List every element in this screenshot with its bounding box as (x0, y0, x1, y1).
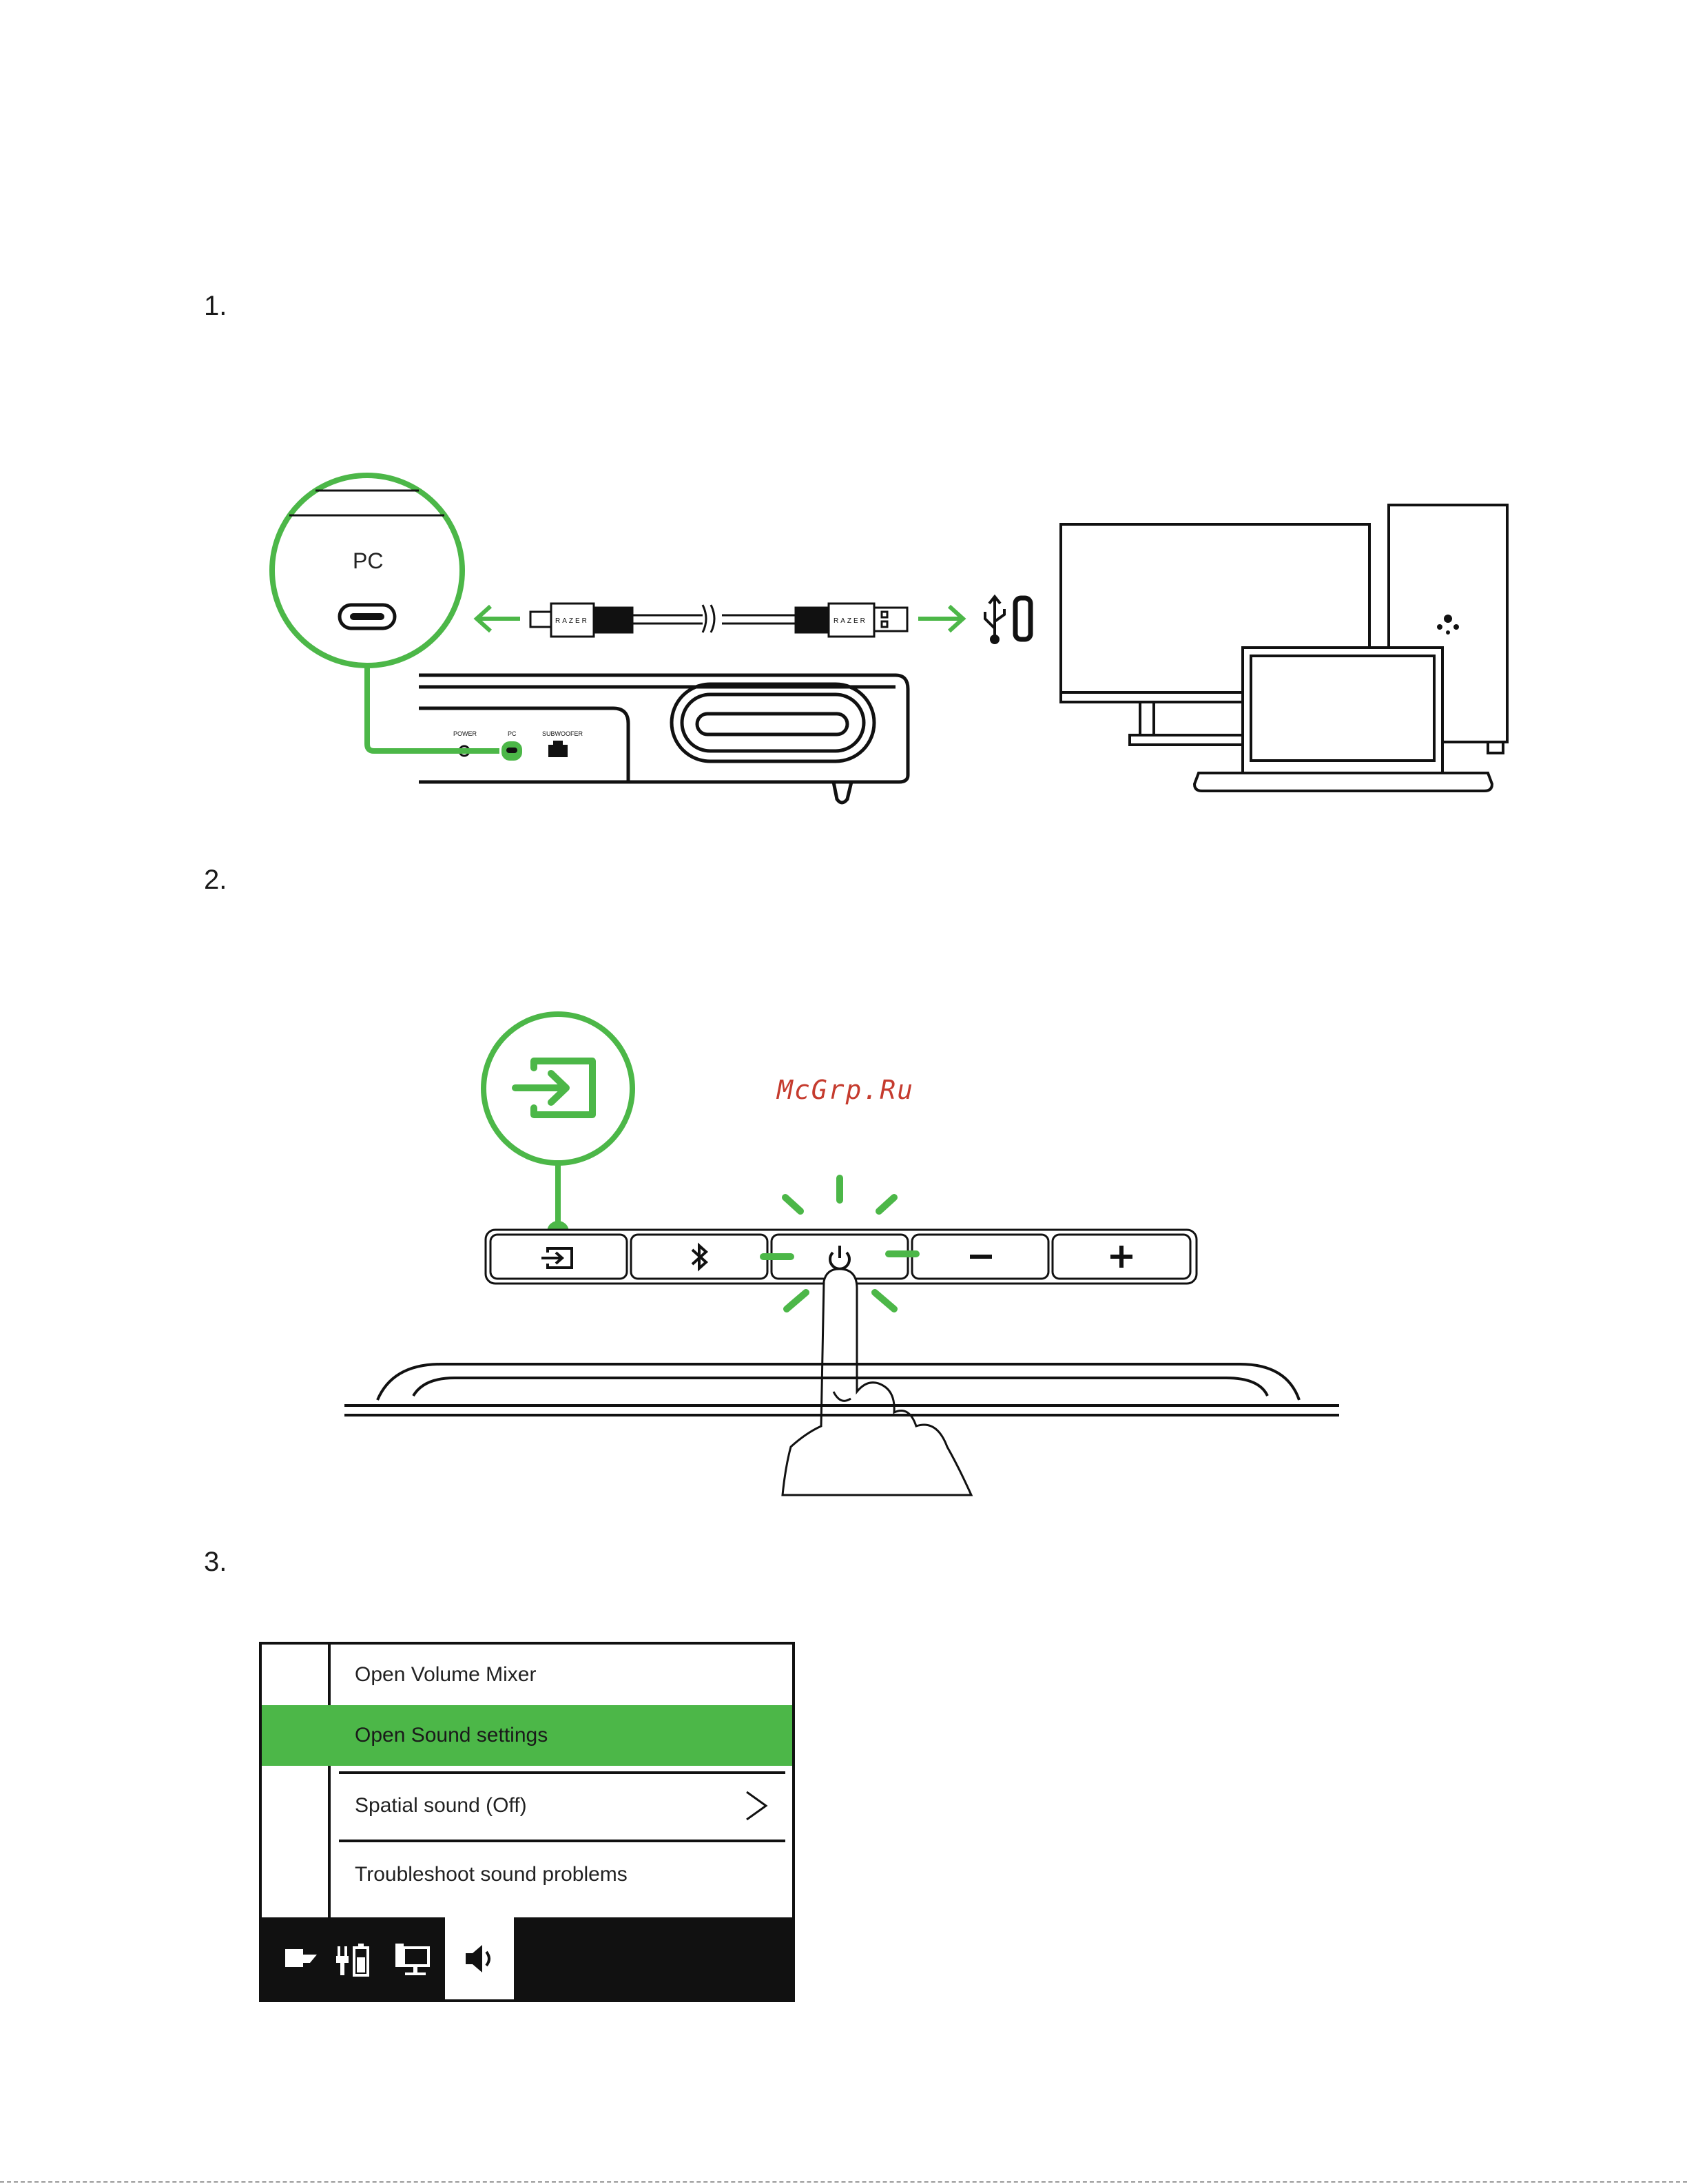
arrow-left-icon (477, 606, 520, 631)
back-label-power: POWER (453, 730, 477, 737)
soundbar-back-panel (419, 675, 908, 803)
usb-symbol-icon (985, 597, 1004, 643)
chevron-right-icon (741, 1791, 772, 1821)
menu-item-troubleshoot[interactable]: Troubleshoot sound problems (262, 1844, 792, 1905)
menu-item-volume-mixer[interactable]: Open Volume Mixer (262, 1645, 792, 1705)
menu-item-sound-settings[interactable]: Open Sound settings (262, 1705, 792, 1766)
page-footer-line (0, 2181, 1687, 2184)
menu-item-sound-settings-label: Open Sound settings (355, 1724, 548, 1747)
subwoofer-port-icon (548, 741, 568, 757)
usb-c-port-icon (1015, 598, 1031, 639)
network-icon[interactable] (393, 1939, 431, 1978)
pc-port-label: PC (353, 548, 383, 573)
back-label-subwoofer: SUBWOOFER (542, 730, 583, 737)
menu-item-volume-mixer-label: Open Volume Mixer (355, 1663, 536, 1687)
sound-context-menu: Open Volume Mixer Open Sound settings Sp… (259, 1642, 795, 2002)
menu-item-spatial-sound[interactable]: Spatial sound (Off) (262, 1775, 792, 1836)
taskbar (262, 1917, 792, 1999)
flag-icon[interactable] (282, 1939, 321, 1978)
menu-item-spatial-sound-label: Spatial sound (Off) (355, 1794, 527, 1817)
step-number-3: 3. (204, 1547, 227, 1578)
input-button-callout (484, 1014, 632, 1243)
connection-diagram: POWER PC SUBWOOFER PC (0, 0, 1687, 827)
menu-divider (339, 1840, 785, 1842)
arrow-right-icon (918, 606, 963, 631)
back-label-pc: PC (508, 730, 517, 737)
menu-divider (339, 1771, 785, 1774)
speaker-icon (460, 1939, 499, 1978)
battery-plug-icon[interactable] (335, 1939, 373, 1978)
menu-item-troubleshoot-label: Troubleshoot sound problems (355, 1863, 628, 1886)
volume-tray-button[interactable] (445, 1917, 514, 1999)
cable-brand-label-left: RAZER (555, 617, 589, 625)
control-panel-diagram (0, 992, 1687, 1502)
cable-brand-label-right: RAZER (834, 617, 867, 625)
pressing-finger (783, 1269, 971, 1495)
step-number-2: 2. (204, 865, 227, 896)
